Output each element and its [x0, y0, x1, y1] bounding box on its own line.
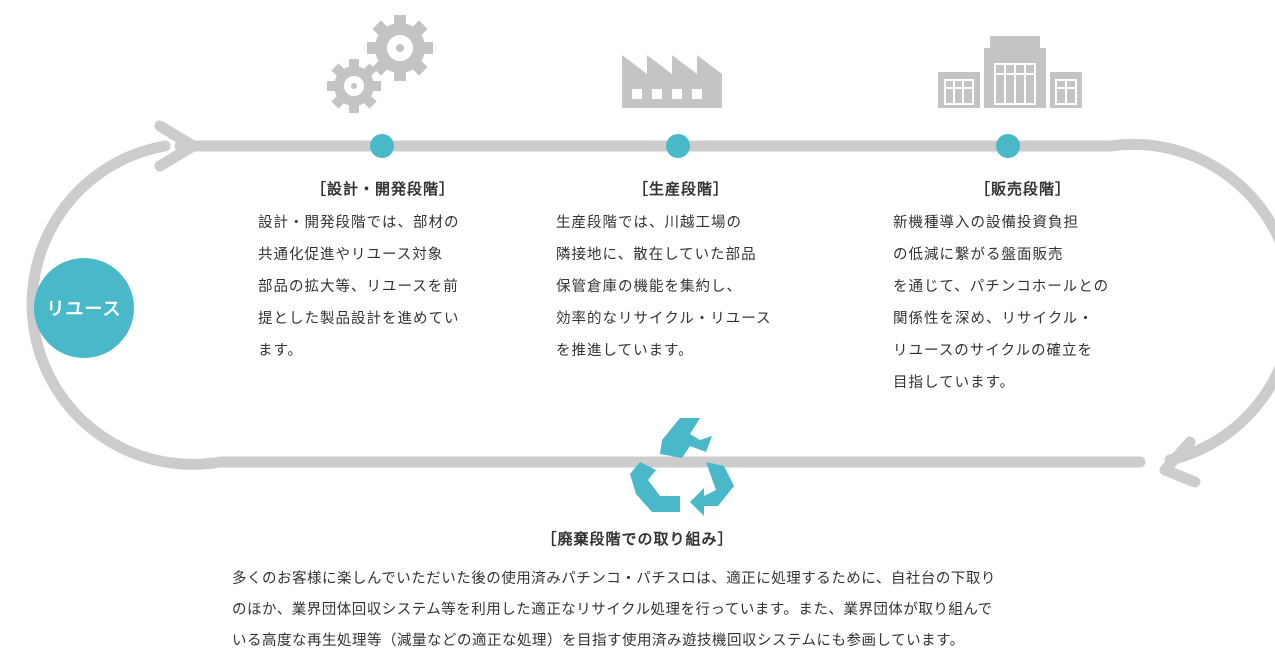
stage-title-design: ［設計・開発段階］ — [310, 180, 455, 198]
reuse-label-circle: リユース — [34, 258, 134, 358]
disposal-text: 多くのお客様に楽しんでいただいた後の使用済みパチンコ・パチスロは、適正に処理する… — [232, 571, 996, 649]
cycle-loop-path — [26, 138, 1275, 470]
factory-icon — [622, 55, 722, 108]
stage-dot-design — [370, 134, 394, 158]
stage-title-sales: ［販売段階］ — [974, 180, 1071, 198]
gears-icon — [327, 15, 433, 113]
reuse-label: リユース — [46, 299, 122, 320]
stage-text-design: 設計・開発段階では、部材の 共通化促進やリユース対象 部品の拡大等、リユースを前… — [258, 215, 460, 359]
stage-dot-production — [666, 134, 690, 158]
arrowhead-bottom-right — [1159, 436, 1201, 488]
stage-title-production: ［生産段階］ — [632, 180, 729, 198]
stage-sales: ［販売段階］ 新機種導入の設備投資負担 の低減に繋がる盤面販売 を通じて、パチン… — [893, 178, 1153, 399]
recycle-icon — [630, 418, 734, 516]
disposal-title: ［廃棄段階での取り組み］ — [541, 530, 734, 548]
stage-text-sales: 新機種導入の設備投資負担 の低減に繋がる盤面販売 を通じて、パチンコホールとの … — [893, 215, 1110, 391]
stage-production: ［生産段階］ 生産段階では、川越工場の 隣接地に、散在していた部品 保管倉庫の機… — [556, 178, 806, 367]
arrowhead-top-left — [154, 120, 199, 172]
stage-dot-sales — [996, 134, 1020, 158]
stage-design: ［設計・開発段階］ 設計・開発段階では、部材の 共通化促進やリユース対象 部品の… — [258, 178, 508, 367]
stage-text-production: 生産段階では、川越工場の 隣接地に、散在していた部品 保管倉庫の機能を集約し、 … — [556, 215, 772, 359]
store-building-icon — [938, 36, 1082, 108]
